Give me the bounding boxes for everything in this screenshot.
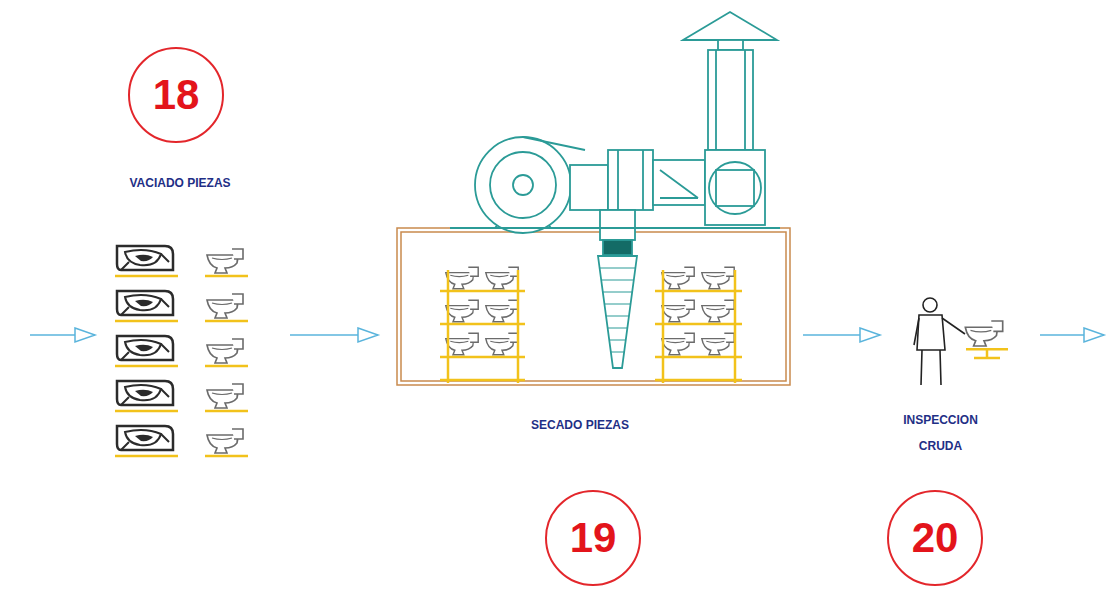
drying-racks [440, 267, 742, 383]
casting-molds [115, 246, 248, 456]
inspector-figure [914, 298, 1008, 385]
station-label: SECADO PIEZAS [480, 412, 680, 438]
flow-arrow [1040, 334, 1104, 336]
flow-arrow [30, 334, 95, 336]
process-station: 18VACIADO PIEZAS [100, 40, 290, 480]
dryer-fan-unit [450, 12, 780, 368]
callout-number: 20 [887, 490, 983, 586]
flow-arrow [290, 334, 378, 336]
dryer-chamber [397, 228, 790, 385]
process-station: INSPECCION CRUDA 20 [880, 290, 1035, 590]
cone-lines [600, 268, 636, 352]
callout-number: 19 [545, 490, 641, 586]
process-station: SECADO PIEZAS 19 [378, 215, 803, 591]
flow-arrow [803, 334, 880, 336]
callout-number: 18 [128, 47, 224, 143]
station-label: VACIADO PIEZAS [100, 170, 260, 196]
station-label: INSPECCION CRUDA [888, 407, 993, 459]
